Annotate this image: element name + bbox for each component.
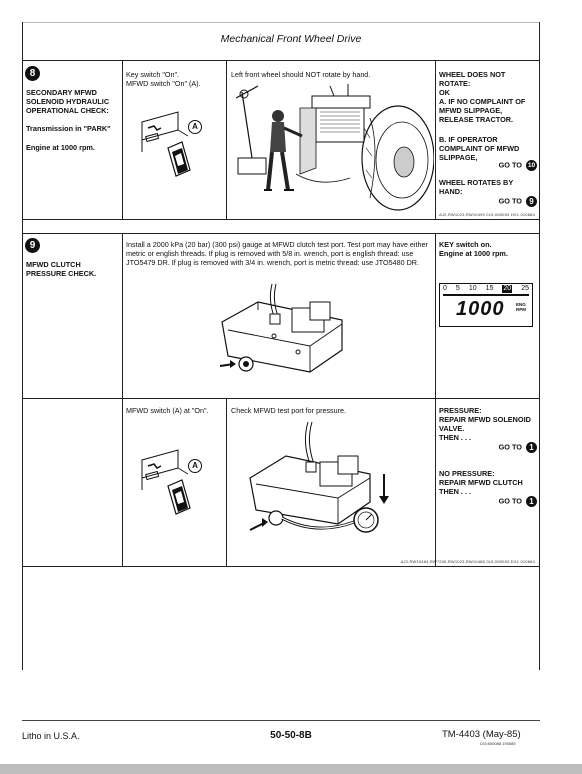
goto-step-10-icon: 10 (526, 160, 537, 171)
step9-callout-a: A (188, 459, 202, 473)
mfwd-switch-illustration-2 (141, 449, 191, 515)
step8-goto-10: GO TO 10 (498, 160, 537, 171)
step9-check: Check MFWD test port for pressure. (231, 406, 347, 415)
footer-litho: Litho in U.S.A. (22, 731, 80, 741)
footer-rule (22, 720, 540, 721)
scan-bottom-bar (0, 764, 582, 774)
step9-result-repair-clutch: REPAIR MFWD CLUTCH (439, 478, 523, 487)
step9-result-pressure: PRESSURE: (439, 406, 482, 415)
tach-reading: 1000 (456, 298, 505, 320)
step9-goto-1-b: GO TO 1 (439, 496, 537, 507)
step9-instruction: Install a 2000 kPa (20 bar) (300 psi) ga… (126, 240, 428, 267)
step8-action-1: Key switch "On". (126, 70, 180, 79)
tachometer-display: 0 5 10 15 20 25 1000 ENG RPM (439, 283, 533, 327)
step8-title: SECONDARY MFWD SOLENOID HYDRAULIC OPERAT… (26, 88, 110, 115)
valve-housing-illustration (219, 283, 343, 373)
step8-check: Left front wheel should NOT rotate by ha… (231, 70, 371, 79)
step8-condition-2: Engine at 1000 rpm. (26, 143, 95, 152)
step9-result-no-pressure: NO PRESSURE: (439, 469, 495, 478)
step9-result-then-1: THEN . . . (439, 433, 472, 442)
step9-engine-rpm: Engine at 1000 rpm. (439, 249, 508, 258)
step8-result-no-rotate: WHEEL DOES NOT ROTATE: (439, 70, 506, 88)
tractor-wheel-illustration (235, 84, 434, 211)
step9-figure-code: AJ2,RW10484,RW7206,RW1023,RW10485 0L5,05… (400, 559, 535, 564)
tach-bar (443, 294, 529, 296)
step8-condition-1: Transmission in "PARK" (26, 124, 111, 133)
step9-action: MFWD switch (A) at "On". (126, 406, 209, 415)
footer-code: L53;505088 190585 (480, 741, 516, 746)
tach-unit: ENG RPM (516, 302, 526, 312)
page-title: Mechanical Front Wheel Drive (220, 33, 362, 45)
mfwd-switch-illustration (141, 111, 191, 177)
step8-goto-9: GO TO 9 (439, 196, 537, 207)
step8-result-b: B. IF OPERATOR COMPLAINT OF MFWD SLIPPAG… (439, 135, 520, 162)
step8-figure-code: AJ2,RW1023,RW10490 0L5,050053 HX1 010884 (439, 212, 535, 217)
step9-key-switch: KEY switch on. (439, 240, 492, 249)
goto-step-9-icon: 9 (526, 196, 537, 207)
step8-number: 8 (25, 66, 40, 81)
step8-callout-a: A (188, 120, 202, 134)
step8-result-ok: OK (439, 88, 450, 97)
pressure-gauge-illustration (249, 421, 389, 533)
tach-scale: 0 5 10 15 20 25 (443, 285, 529, 293)
goto-step-1-icon: 1 (526, 442, 537, 453)
step8-result-a: A. IF NO COMPLAINT OF MFWD SLIPPAGE, REL… (439, 97, 526, 124)
step8-action-2: MFWD switch "On" (A). (126, 79, 201, 88)
footer-manual-id: TM-4403 (May-85) (442, 729, 521, 740)
footer-page-number: 50-50-8B (270, 730, 312, 741)
step9-goto-1-a: GO TO 1 (439, 442, 537, 453)
step9-title: MFWD CLUTCH PRESSURE CHECK. (26, 260, 97, 278)
goto-step-1-icon-2: 1 (526, 496, 537, 507)
step9-number: 9 (25, 238, 40, 253)
step8-result-rotates: WHEEL ROTATES BY HAND: (439, 178, 514, 196)
top-rule (22, 22, 539, 23)
step9-result-then-2: THEN . . . (439, 487, 472, 496)
step9-result-repair-valve: REPAIR MFWD SOLENOID VALVE. (439, 415, 531, 433)
